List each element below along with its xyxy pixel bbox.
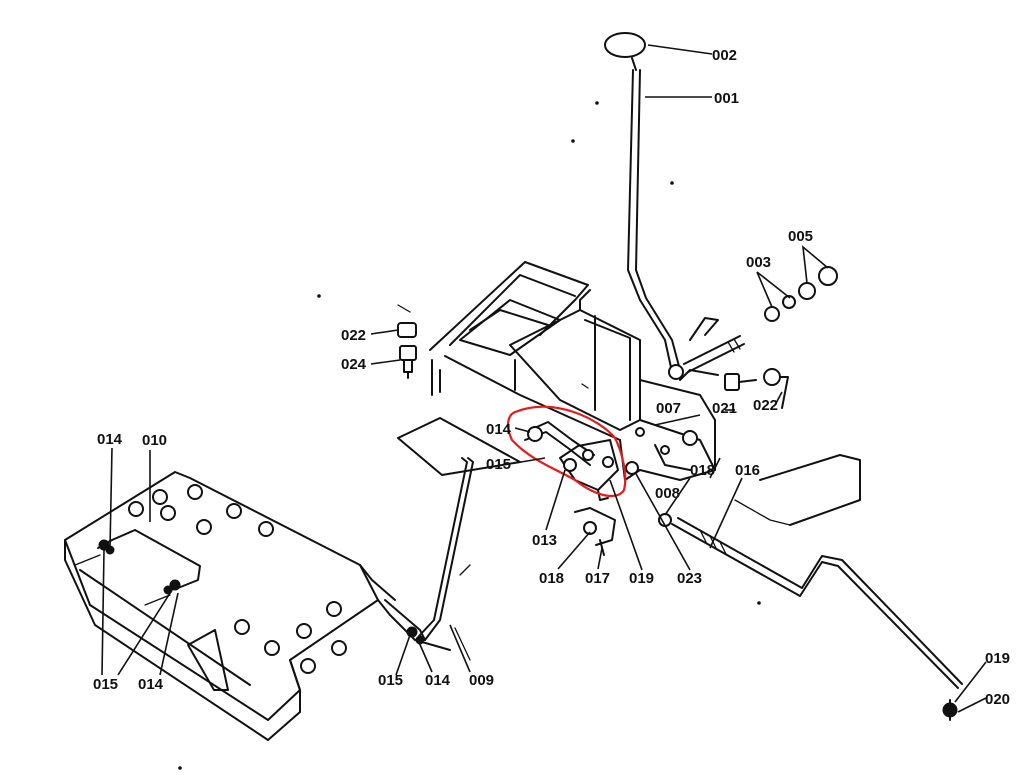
frame-rail — [759, 454, 861, 526]
highlight-loop — [506, 405, 627, 498]
callout-lines — [101, 44, 987, 713]
transmission-housing — [429, 261, 719, 481]
label-019-center: 019 — [629, 570, 654, 587]
link-rod-009 — [384, 457, 474, 661]
label-014-plate-bottom: 014 — [138, 676, 164, 693]
label-010: 010 — [142, 432, 167, 449]
label-021: 021 — [712, 400, 737, 417]
label-005: 005 — [788, 228, 813, 245]
foot-platform — [64, 471, 451, 741]
label-015-plate: 015 — [93, 676, 118, 693]
label-017: 017 — [585, 570, 610, 587]
scan-specks — [178, 101, 761, 770]
label-015-center: 015 — [486, 456, 511, 473]
label-001: 001 — [714, 90, 739, 107]
bolt-nut-left — [397, 304, 417, 379]
label-014-center: 014 — [486, 421, 512, 438]
label-003: 003 — [746, 254, 771, 271]
shift-lever — [604, 32, 838, 380]
label-013: 013 — [532, 532, 557, 549]
label-020: 020 — [985, 691, 1010, 708]
label-014-plate-top: 014 — [97, 431, 123, 448]
lever-knob — [604, 32, 646, 58]
nut-005b — [818, 266, 838, 286]
bolt-nut-right — [724, 368, 789, 409]
label-023: 023 — [677, 570, 702, 587]
lower-bracket — [574, 507, 616, 556]
label-014-rod: 014 — [425, 672, 451, 689]
washer-003b — [782, 295, 796, 309]
label-009: 009 — [469, 672, 494, 689]
label-019-right: 019 — [985, 650, 1010, 667]
label-018-bottom: 018 — [539, 570, 564, 587]
long-rod-016 — [658, 513, 963, 721]
label-015-rod: 015 — [378, 672, 403, 689]
label-016: 016 — [735, 462, 760, 479]
label-008: 008 — [655, 485, 680, 502]
washer-003a — [764, 306, 780, 322]
label-018-right: 018 — [690, 462, 715, 479]
plate-bosses — [128, 484, 347, 674]
label-022-left: 022 — [341, 327, 366, 344]
label-022-right: 022 — [753, 397, 778, 414]
nut-005a — [798, 282, 816, 300]
shift-linkage — [524, 421, 639, 501]
label-024: 024 — [341, 356, 367, 373]
label-007: 007 — [656, 400, 681, 417]
part-labels: 002 001 005 003 022 024 007 021 022 014 … — [93, 47, 1010, 708]
label-002: 002 — [712, 47, 737, 64]
